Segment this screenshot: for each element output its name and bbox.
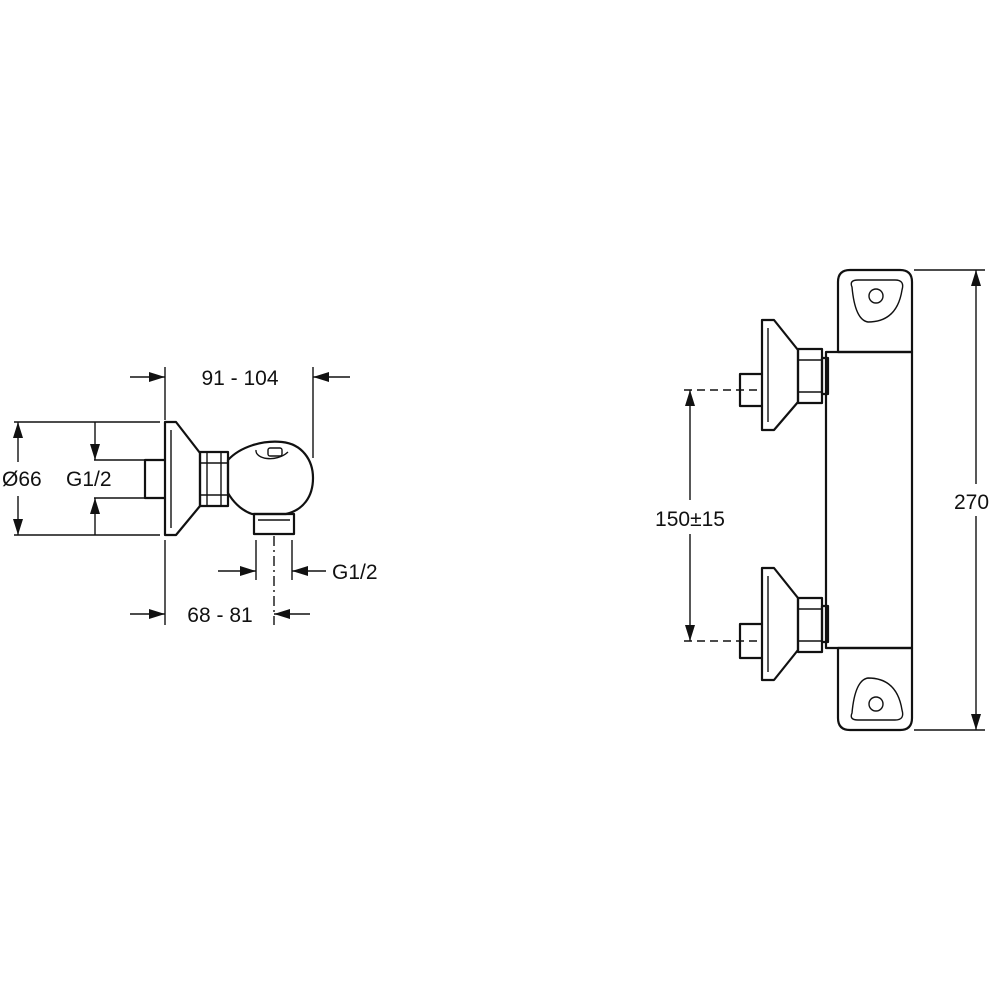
- dimension-68-81: 68 - 81: [130, 604, 310, 627]
- label-diameter: Ø66: [2, 468, 42, 491]
- thermostat-bar: [824, 350, 914, 650]
- bottom-bracket: [836, 646, 914, 732]
- hex-nut: [198, 450, 230, 508]
- valve-body-side: [226, 440, 315, 516]
- inlet-pipe-stub: [143, 458, 167, 500]
- label-270: 270: [954, 491, 989, 514]
- side-view: 91 - 104 Ø66 G1/2 G1/2: [2, 367, 378, 627]
- dimension-270: 270: [914, 269, 989, 731]
- dimension-outlet-thread: G1/2: [218, 561, 378, 584]
- label-outlet-thread: G1/2: [332, 561, 378, 584]
- label-68-81: 68 - 81: [187, 604, 252, 627]
- upper-inlet-connection: [738, 318, 830, 432]
- label-150: 150±15: [655, 508, 725, 531]
- top-bracket: [836, 268, 914, 354]
- dimension-91-104: 91 - 104: [130, 367, 350, 390]
- outlet-connector: [252, 512, 296, 536]
- lower-inlet-connection: [738, 566, 830, 682]
- front-view: 150±15 270: [655, 268, 989, 732]
- flange-cone: [163, 420, 202, 537]
- dimension-diameter-66: Ø66: [2, 422, 42, 535]
- dimension-inlet-thread: G1/2: [66, 422, 145, 535]
- label-91-104: 91 - 104: [201, 367, 278, 390]
- dimension-150: 150±15: [655, 390, 725, 641]
- label-inlet-thread: G1/2: [66, 468, 112, 491]
